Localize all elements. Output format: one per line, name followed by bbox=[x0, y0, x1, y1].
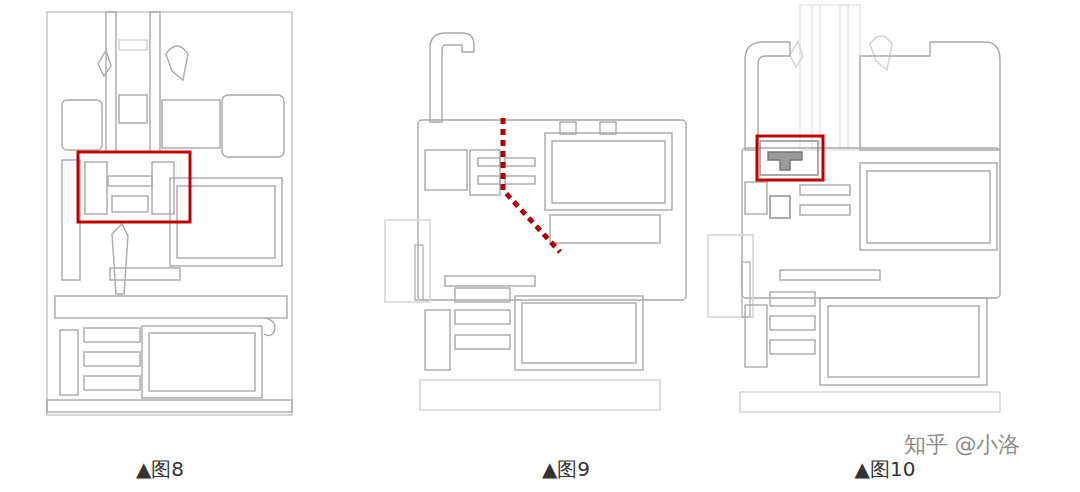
profile-outline bbox=[425, 310, 450, 370]
profile-outline bbox=[112, 224, 128, 294]
profile-outline bbox=[149, 333, 255, 391]
profile-outline bbox=[550, 215, 660, 243]
profile-outline bbox=[790, 41, 803, 67]
profile-outline bbox=[867, 171, 990, 243]
profile-outline bbox=[119, 95, 147, 123]
profile-outline bbox=[445, 276, 535, 286]
profile-outline bbox=[870, 36, 892, 70]
profile-outline bbox=[222, 95, 284, 157]
profile-outline bbox=[470, 150, 500, 195]
profile-outline bbox=[742, 262, 750, 317]
profile-outline bbox=[552, 141, 665, 203]
profile-outline bbox=[780, 270, 880, 280]
profile-outline bbox=[84, 376, 140, 390]
watermark: 知乎 @小洛 bbox=[904, 433, 1021, 457]
profile-outline bbox=[162, 100, 220, 148]
profile-outline bbox=[385, 220, 430, 302]
profile-outline bbox=[840, 5, 848, 150]
profile-outline bbox=[108, 176, 152, 186]
profile-outline bbox=[745, 42, 790, 150]
heat-path-line bbox=[503, 118, 560, 252]
profile-outline bbox=[415, 245, 423, 300]
profile-outline bbox=[505, 158, 535, 166]
profile-outline bbox=[142, 326, 262, 398]
profile-outline bbox=[770, 196, 790, 218]
profile-outline bbox=[742, 148, 1000, 298]
profile-outline bbox=[828, 306, 979, 377]
profile-outline bbox=[768, 152, 802, 170]
profile-outline bbox=[760, 141, 818, 175]
figure-caption: ▲图8 bbox=[136, 458, 184, 480]
profile-outline bbox=[112, 196, 148, 212]
profile-outline bbox=[560, 122, 576, 134]
profile-outline bbox=[418, 120, 686, 300]
profile-outline bbox=[770, 316, 815, 330]
profile-outline bbox=[770, 340, 815, 354]
profile-outline bbox=[515, 296, 643, 370]
profile-outline bbox=[85, 162, 107, 214]
profile-outline bbox=[55, 296, 287, 318]
profile-outline bbox=[820, 298, 987, 385]
profile-outline bbox=[478, 158, 500, 166]
profile-outline bbox=[62, 100, 102, 150]
profile-outline bbox=[800, 205, 850, 215]
profile-outline bbox=[455, 288, 510, 302]
profile-outline bbox=[119, 40, 147, 50]
profile-outline bbox=[800, 5, 860, 150]
profile-outline bbox=[745, 305, 767, 367]
profile-outline bbox=[430, 33, 474, 122]
profile-outline bbox=[84, 352, 140, 366]
profile-outline bbox=[455, 335, 510, 349]
profile-outline bbox=[106, 12, 116, 152]
figure-caption: ▲图10 bbox=[855, 458, 916, 480]
profile-outline bbox=[812, 5, 820, 150]
profile-outline bbox=[425, 150, 467, 190]
profile-outline bbox=[860, 42, 1000, 150]
profile-outline bbox=[745, 182, 767, 214]
profile-outline bbox=[770, 292, 815, 306]
figure-caption: ▲图9 bbox=[542, 458, 590, 480]
profile-outline bbox=[264, 318, 275, 336]
profile-outline bbox=[740, 392, 1000, 412]
profile-outline bbox=[600, 122, 616, 134]
profile-outline bbox=[166, 46, 188, 80]
profile-outline bbox=[478, 176, 500, 184]
profile-outline bbox=[60, 330, 78, 395]
profile-outline bbox=[177, 186, 275, 258]
profile-outline bbox=[47, 400, 292, 412]
profile-outline bbox=[150, 12, 160, 152]
profile-outline bbox=[860, 163, 997, 250]
profile-outline bbox=[420, 380, 660, 410]
profile-outline bbox=[84, 328, 140, 342]
profile-outline bbox=[505, 176, 535, 184]
profile-outline bbox=[800, 185, 850, 195]
profile-outline bbox=[98, 50, 111, 76]
profile-outline bbox=[522, 303, 636, 363]
profile-outline bbox=[455, 310, 510, 324]
profile-outline bbox=[545, 133, 672, 210]
profile-outline bbox=[110, 268, 180, 280]
profile-outline bbox=[47, 12, 292, 415]
highlight-box bbox=[757, 136, 823, 180]
highlight-box bbox=[78, 152, 190, 222]
